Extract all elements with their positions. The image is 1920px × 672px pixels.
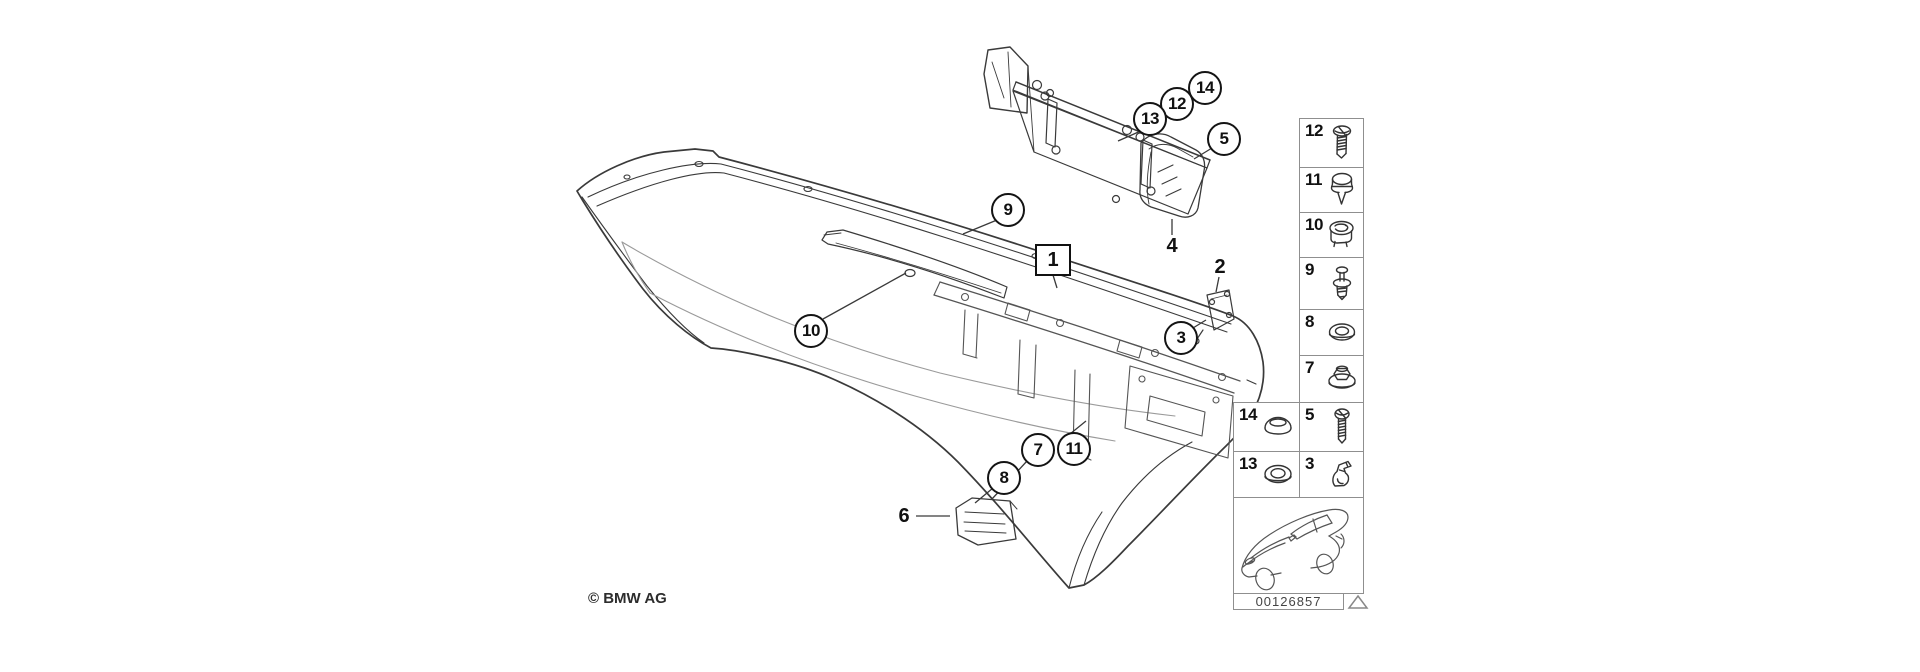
cover-cap-icon <box>1264 416 1292 435</box>
copyright-notice: © BMW AG <box>588 590 667 607</box>
callout-1[interactable]: 1 <box>1035 244 1071 276</box>
grommet-ring-icon <box>1264 464 1292 483</box>
bumper-trim-panel <box>576 148 1265 589</box>
sidebar-cell-10[interactable]: 10 <box>1299 212 1364 258</box>
part-label: 3 <box>1305 454 1314 473</box>
callout-14[interactable]: 14 <box>1188 71 1222 105</box>
washer-icon <box>1328 322 1356 341</box>
licence-plate-carrier-part4 <box>983 46 1211 215</box>
vehicle-thumbnail <box>1233 497 1364 594</box>
callout-8[interactable]: 8 <box>987 461 1021 495</box>
sidebar-cell-7[interactable]: 7 <box>1299 355 1364 403</box>
blind-rivet-icon <box>1332 265 1352 300</box>
callout-4[interactable]: 4 <box>1166 235 1178 257</box>
countersunk-screw-icon <box>1332 125 1352 159</box>
tapping-screw-icon <box>1334 408 1350 444</box>
callout-6[interactable]: 6 <box>898 505 910 527</box>
sidebar-cell-8[interactable]: 8 <box>1299 309 1364 356</box>
impact-strip <box>821 229 1008 299</box>
expansion-rivet-icon <box>1330 172 1354 205</box>
leader-lines <box>822 129 1220 517</box>
bracket-part2 <box>1192 289 1235 345</box>
callout-13[interactable]: 13 <box>1133 102 1167 136</box>
part-label: 7 <box>1305 358 1314 377</box>
callout-11[interactable]: 11 <box>1057 432 1091 466</box>
retainer-clip-icon <box>1332 460 1352 487</box>
part-label: 12 <box>1305 121 1323 140</box>
sidebar-cell-5[interactable]: 5 <box>1299 402 1364 452</box>
end-cap-part5 <box>1139 133 1206 218</box>
callout-2[interactable]: 2 <box>1214 256 1226 278</box>
callout-3[interactable]: 3 <box>1164 321 1198 355</box>
part-label: 11 <box>1305 170 1322 189</box>
sidebar-cell-13[interactable]: 13 <box>1233 451 1300 498</box>
part-label: 14 <box>1239 405 1257 424</box>
bumper-carrier <box>933 281 1241 461</box>
part-label: 5 <box>1305 405 1314 424</box>
callout-10[interactable]: 10 <box>794 314 828 348</box>
callout-5[interactable]: 5 <box>1207 122 1241 156</box>
sidebar-cell-14[interactable]: 14 <box>1233 402 1300 452</box>
sidebar-cell-11[interactable]: 11 <box>1299 167 1364 213</box>
callout-9[interactable]: 9 <box>991 193 1025 227</box>
callout-7[interactable]: 7 <box>1021 433 1055 467</box>
part-label: 8 <box>1305 312 1314 331</box>
car-silhouette-icon <box>1241 508 1349 591</box>
diagram-number-plate: 00126857 <box>1233 593 1344 610</box>
part-label: 10 <box>1305 215 1323 234</box>
warning-triangle-icon <box>1347 594 1369 609</box>
side-bracket-part6 <box>955 497 1018 546</box>
flange-nut-icon <box>1328 365 1356 389</box>
clip-nut-icon <box>1329 220 1354 248</box>
part-label: 9 <box>1305 260 1314 279</box>
part-label: 13 <box>1239 454 1257 473</box>
sidebar-cell-12[interactable]: 12 <box>1299 118 1364 168</box>
sidebar-cell-9[interactable]: 9 <box>1299 257 1364 310</box>
sidebar-cell-3[interactable]: 3 <box>1299 451 1364 498</box>
